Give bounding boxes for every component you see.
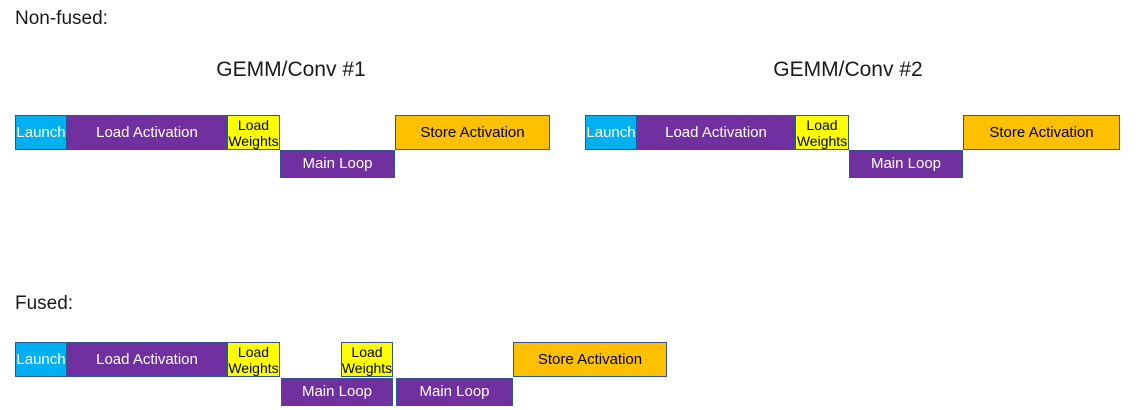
launch-block: Launch [15,115,67,150]
store-block: Store Activation [513,342,667,377]
weights-block: Load Weights [341,342,393,377]
activation-block: Load Activation [67,342,227,377]
loop-block: Main Loop [281,378,393,406]
weights-block: Load Weights [795,115,849,150]
store-block: Store Activation [395,115,550,150]
activation-block: Load Activation [637,115,795,150]
launch-block: Launch [585,115,637,150]
gemm-conv-2-title: GEMM/Conv #2 [773,58,923,81]
loop-block: Main Loop [280,150,395,178]
activation-block: Load Activation [67,115,227,150]
fused-section-label: Fused: [15,293,74,314]
loop-block: Main Loop [849,150,963,178]
weights-block: Load Weights [227,342,280,377]
non-fused-section-label: Non-fused: [15,8,108,29]
store-block: Store Activation [963,115,1120,150]
loop-block: Main Loop [396,378,513,406]
weights-block: Load Weights [227,115,280,150]
launch-block: Launch [15,342,67,377]
gemm-conv-1-title: GEMM/Conv #1 [216,58,366,81]
